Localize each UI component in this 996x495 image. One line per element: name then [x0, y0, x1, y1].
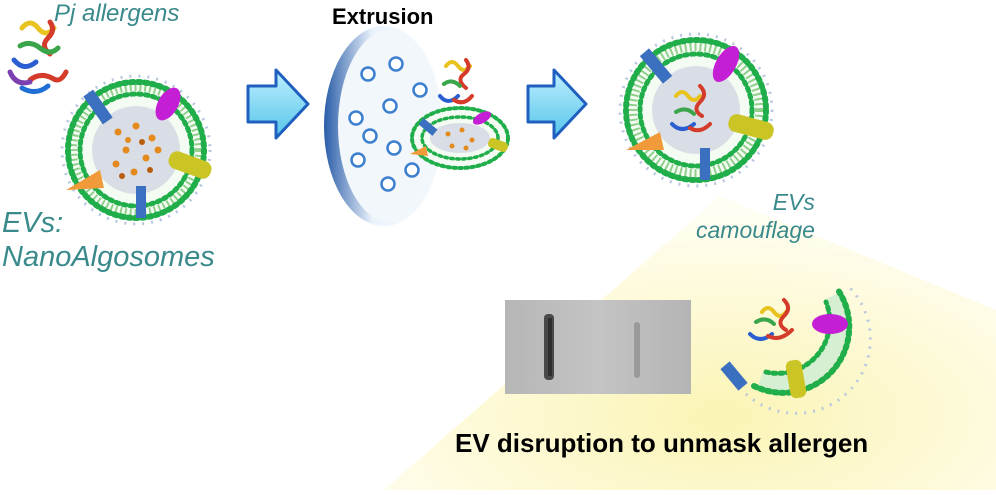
- camouflage-label-line1: EVs: [772, 189, 815, 215]
- western-blot-icon: [505, 300, 691, 394]
- arrow-right-icon-2: [526, 68, 588, 140]
- extrusion-membrane-icon: [324, 26, 444, 226]
- extrusion-label: Extrusion: [332, 4, 434, 29]
- evs-nanoalgosomes-label: EVs: NanoAlgosomes: [2, 206, 215, 274]
- vesicle-icon-right: [618, 32, 774, 188]
- vesicle-icon-left: [60, 74, 212, 226]
- evs-camouflage-label: EVs camouflage: [696, 188, 815, 244]
- arrow-right-icon-1: [246, 68, 310, 140]
- allergen-protein-icon-middle: [438, 58, 474, 105]
- camouflage-label-line2: camouflage: [696, 217, 815, 243]
- ev-disruption-label: EV disruption to unmask allergen: [455, 428, 869, 458]
- vesicle-icon-small: [410, 106, 510, 170]
- evs-label-line2: NanoAlgosomes: [2, 241, 215, 273]
- evs-label-line1: EVs:: [2, 207, 64, 239]
- disrupted-vesicle-icon: [720, 282, 872, 415]
- pj-allergens-label: Pj allergens: [54, 0, 180, 27]
- allergen-protein-icon-left: [7, 19, 69, 94]
